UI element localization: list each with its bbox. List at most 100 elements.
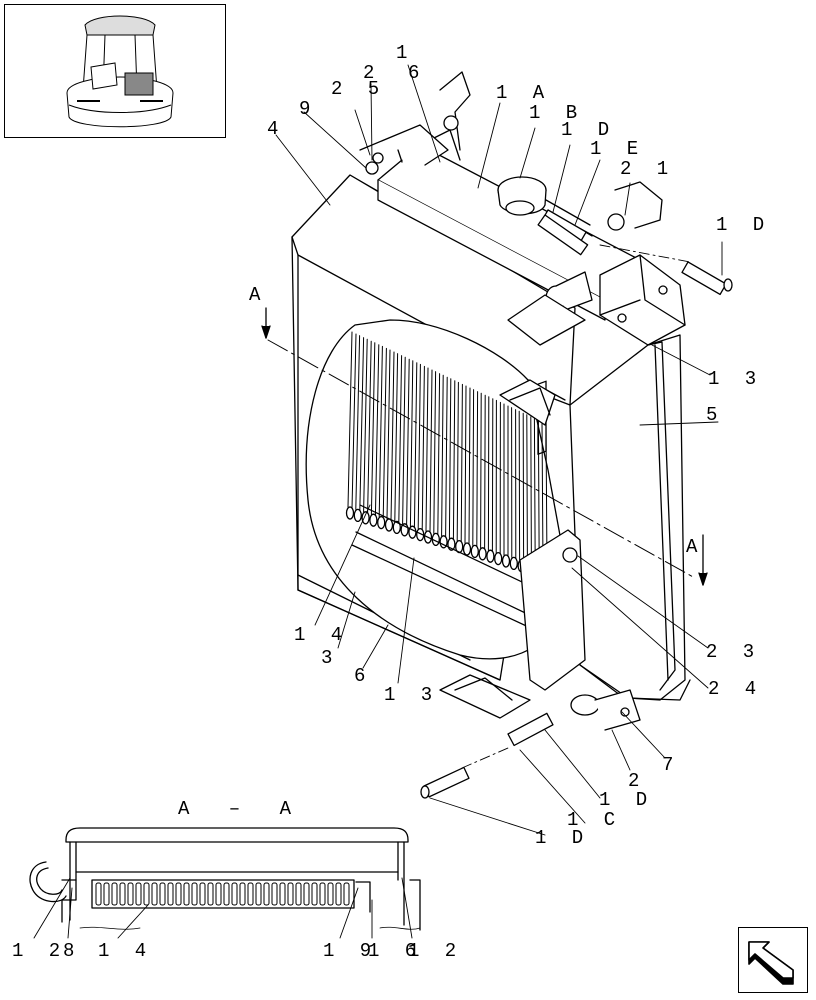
section-fin: [279, 882, 286, 906]
section-fin: [215, 882, 222, 906]
fin-tube-end: [384, 518, 394, 532]
callout-3: 3: [321, 647, 340, 669]
section-fin: [255, 882, 262, 906]
callout-1B: 1 B: [529, 102, 585, 124]
lower-mount: [439, 674, 641, 731]
section-fin: [327, 882, 334, 906]
core-fin: [503, 403, 509, 558]
core-fin: [386, 349, 395, 522]
callout-2-bottom: 2: [628, 770, 647, 792]
core-fin: [425, 367, 433, 534]
section-fin: [239, 882, 246, 906]
callout-12-right: 1 2: [408, 940, 464, 962]
callout-7: 7: [662, 754, 681, 776]
callout-1: 1: [396, 42, 415, 64]
fin-tube-end: [494, 551, 503, 566]
callout-1D-top: 1 D: [561, 119, 617, 141]
section-fin: [167, 882, 174, 906]
callout-4: 4: [267, 118, 286, 140]
next-page-arrow-icon[interactable]: [738, 927, 808, 993]
section-fin: [95, 882, 102, 906]
core-fin: [402, 356, 410, 527]
fin-tube-end: [345, 506, 355, 520]
fin-tube-end: [353, 508, 362, 523]
callout-1D-right: 1 D: [716, 214, 772, 236]
fin-tube-end: [470, 544, 479, 559]
section-title: A – A: [178, 798, 306, 820]
section-fin: [287, 882, 294, 906]
core-fin: [394, 353, 403, 524]
callout-1D-mid: 1 D: [599, 789, 655, 811]
core-fin: [370, 342, 380, 517]
fin-tube-end: [361, 511, 370, 525]
section-fin: [343, 882, 350, 906]
callout-16: 1 6: [368, 940, 424, 962]
section-fin: [135, 882, 142, 906]
callout-1E: 1 E: [590, 138, 646, 160]
fin-tube-end: [392, 520, 401, 535]
core-fin: [409, 360, 418, 529]
callout-6-bottom: 6: [354, 665, 373, 687]
callout-1A: 1 A: [496, 82, 552, 104]
core-fin: [355, 335, 365, 512]
callout-19: 1 9: [323, 940, 379, 962]
core-fin: [347, 331, 357, 510]
fin-tube-end: [486, 549, 495, 563]
callout-14-section: 1 4: [98, 940, 154, 962]
section-fin: [127, 882, 134, 906]
callout-26: 2: [363, 62, 382, 84]
top-tank: [359, 71, 686, 346]
section-fin: [319, 882, 326, 906]
core-fin: [472, 389, 479, 548]
section-fin: [311, 882, 318, 906]
core-fin: [526, 414, 532, 565]
callout-6: 6: [408, 62, 427, 84]
core-fin: [448, 378, 456, 541]
section-fin: [295, 882, 302, 906]
core-fin: [495, 399, 501, 556]
section-fin: [159, 882, 166, 906]
section-fin: [151, 882, 158, 906]
side-tank: [569, 334, 691, 701]
section-fin: [143, 882, 150, 906]
fin-tube-end: [377, 515, 386, 530]
callout-12-left: 1 2: [12, 940, 68, 962]
core-fin: [433, 371, 441, 536]
side-bracket: [499, 379, 586, 691]
fin-tube-end: [509, 556, 518, 571]
callout-13-bottom: 1 3: [384, 684, 440, 706]
core-fin: [363, 338, 372, 515]
callout-14: 1 4: [294, 624, 350, 646]
fin-tube-end: [439, 535, 448, 549]
callout-25: 2 5: [331, 78, 387, 100]
core-fin: [441, 374, 448, 539]
section-mark-right: A: [686, 536, 705, 558]
core-fin: [417, 363, 425, 532]
section-fin: [223, 882, 230, 906]
section-fin: [175, 882, 182, 906]
core-fin: [378, 345, 387, 520]
core-fin: [487, 396, 494, 553]
pins: [365, 152, 733, 799]
section-fin: [303, 882, 310, 906]
fin-tube-end: [408, 525, 417, 539]
fin-tube-end: [369, 513, 378, 527]
fin-tube-end: [501, 554, 511, 568]
section-fin: [335, 882, 342, 906]
leader-lines: [275, 64, 723, 836]
callout-8: 8: [63, 940, 82, 962]
section-fin: [183, 882, 190, 906]
section-fin: [191, 882, 198, 906]
callout-13-right: 1 3: [708, 368, 764, 390]
callout-1D-bottom: 1 D: [535, 827, 591, 849]
callout-24: 2 4: [708, 678, 764, 700]
section-fin: [263, 882, 270, 906]
core-fin: [518, 410, 525, 563]
callout-9: 9: [299, 98, 318, 120]
core-fin: [464, 385, 471, 546]
core-fin: [511, 407, 517, 560]
core-fin: [480, 392, 486, 551]
callout-5: 5: [706, 404, 725, 426]
section-fin: [103, 882, 110, 906]
